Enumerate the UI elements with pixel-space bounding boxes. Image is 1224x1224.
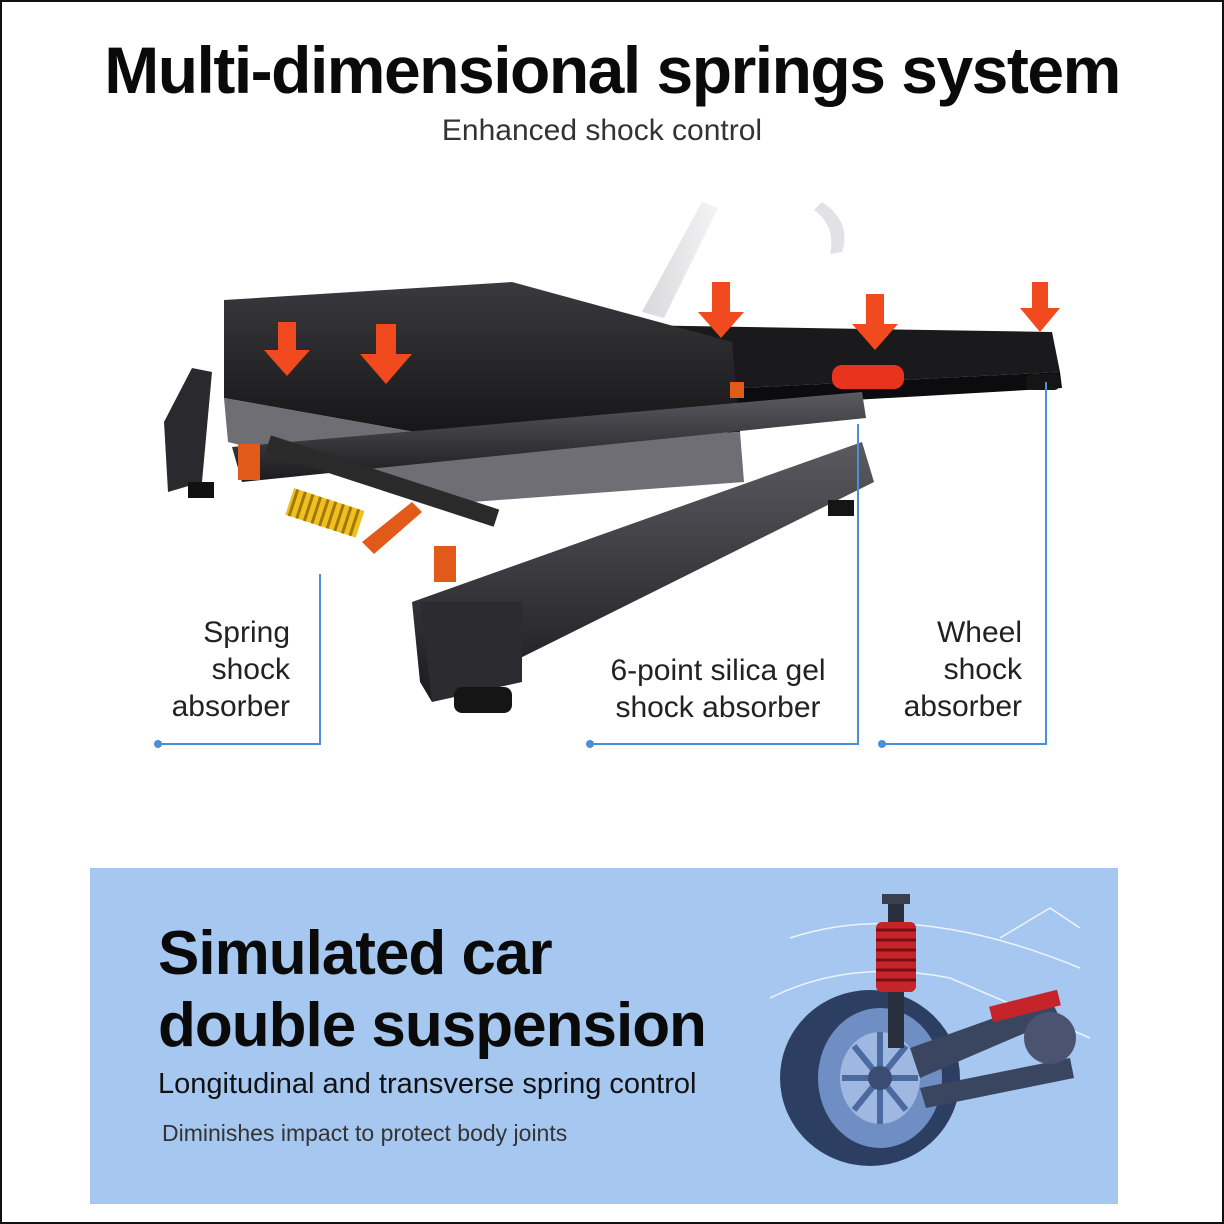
callout-spring-shock: Spring shock absorber <box>152 614 290 725</box>
silica-gel-pad <box>832 365 904 389</box>
callout-wheel-line2: shock <box>943 653 1022 686</box>
front-foot <box>454 687 512 713</box>
shock-strut <box>876 894 916 1048</box>
shock-bracket-left <box>238 444 260 480</box>
panel-heading: Simulated car double suspension <box>158 918 707 1062</box>
suspension-link <box>362 502 422 554</box>
panel-note: Diminishes impact to protect body joints <box>162 1120 568 1146</box>
callout-spring-line1: Spring <box>203 616 290 649</box>
rear-foot <box>188 482 214 498</box>
treadmill-illustration <box>154 202 1062 748</box>
handle-grip <box>814 202 845 254</box>
handle-upright <box>642 202 718 318</box>
panel-subheading: Longitudinal and transverse spring contr… <box>158 1068 697 1100</box>
control-arms <box>910 989 1076 1108</box>
wheel-foot <box>1026 374 1060 390</box>
callout-spring-line2: shock <box>211 653 290 686</box>
rear-end-cap <box>164 368 212 492</box>
car-suspension-illustration <box>769 894 1091 1166</box>
callout-spring-line3: absorber <box>171 690 290 723</box>
callout-wheel-line3: absorber <box>903 690 1022 723</box>
callout-lines <box>158 382 1047 745</box>
panel-heading-line1: Simulated car <box>158 919 553 988</box>
wheel <box>780 990 960 1166</box>
callout-silica-line2: shock absorber <box>615 691 821 724</box>
page-subtitle: Enhanced shock control <box>441 114 763 147</box>
shock-bracket-mid <box>730 382 744 398</box>
side-rail <box>232 392 866 482</box>
callout-silica-line1: 6-point silica gel <box>610 654 826 687</box>
base-frame <box>412 442 874 702</box>
suspension-shaft <box>265 435 500 527</box>
callout-wheel-shock: Wheel shock absorber <box>882 614 1022 725</box>
shock-bracket-right <box>434 546 456 582</box>
page-title: Multi-dimensional springs system <box>104 33 1121 107</box>
motor-housing <box>224 282 740 444</box>
rail-foot <box>828 500 854 516</box>
callout-silica-gel: 6-point silica gel shock absorber <box>592 652 844 726</box>
panel-heading-line2: double suspension <box>158 991 707 1060</box>
base-frame-face <box>420 602 522 702</box>
suspension-panel: Simulated car double suspension Longitud… <box>90 868 1118 1204</box>
callout-wheel-line1: Wheel <box>936 616 1022 649</box>
coil-spring <box>285 488 365 538</box>
pressure-arrows <box>264 282 1060 384</box>
